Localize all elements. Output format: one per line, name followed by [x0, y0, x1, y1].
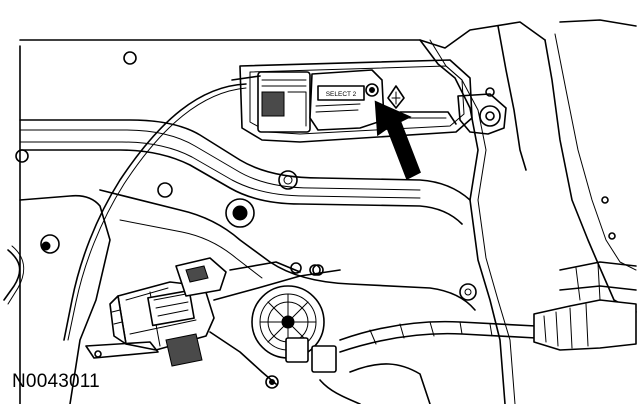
figure-id-label: N0043011 — [12, 371, 100, 392]
mounting-holes — [15, 51, 616, 358]
panel-ribs — [19, 119, 476, 404]
wire-harness — [319, 261, 637, 404]
arrow-icon — [374, 100, 421, 181]
module-label: SELECT 2 — [326, 91, 357, 98]
window-motor — [109, 257, 341, 389]
door-module: SELECT 2 — [239, 59, 473, 143]
cable — [3, 75, 261, 341]
lower-bracket — [85, 341, 159, 359]
mounting-bracket — [457, 93, 507, 135]
